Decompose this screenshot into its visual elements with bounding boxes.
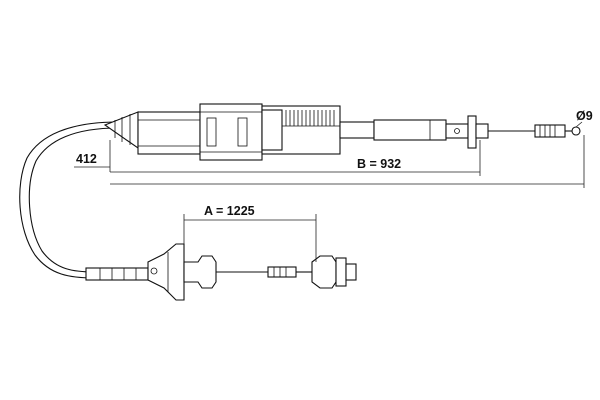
dimension-a: A = 1225 xyxy=(183,204,317,262)
dimension-412-label: 412 xyxy=(76,152,97,166)
dimension-412: 412 xyxy=(74,140,111,172)
cable-sheath xyxy=(19,121,119,279)
diameter-label: Ø9 xyxy=(576,109,593,123)
dimension-b-label: B = 932 xyxy=(357,157,401,171)
dimension-a-label: A = 1225 xyxy=(204,204,255,218)
diameter-callout: Ø9 xyxy=(575,109,593,128)
lower-end-assembly xyxy=(85,243,357,301)
dimension-b: B = 932 xyxy=(110,135,585,188)
spring-coils xyxy=(285,110,335,126)
upper-adjuster-assembly xyxy=(103,103,581,161)
